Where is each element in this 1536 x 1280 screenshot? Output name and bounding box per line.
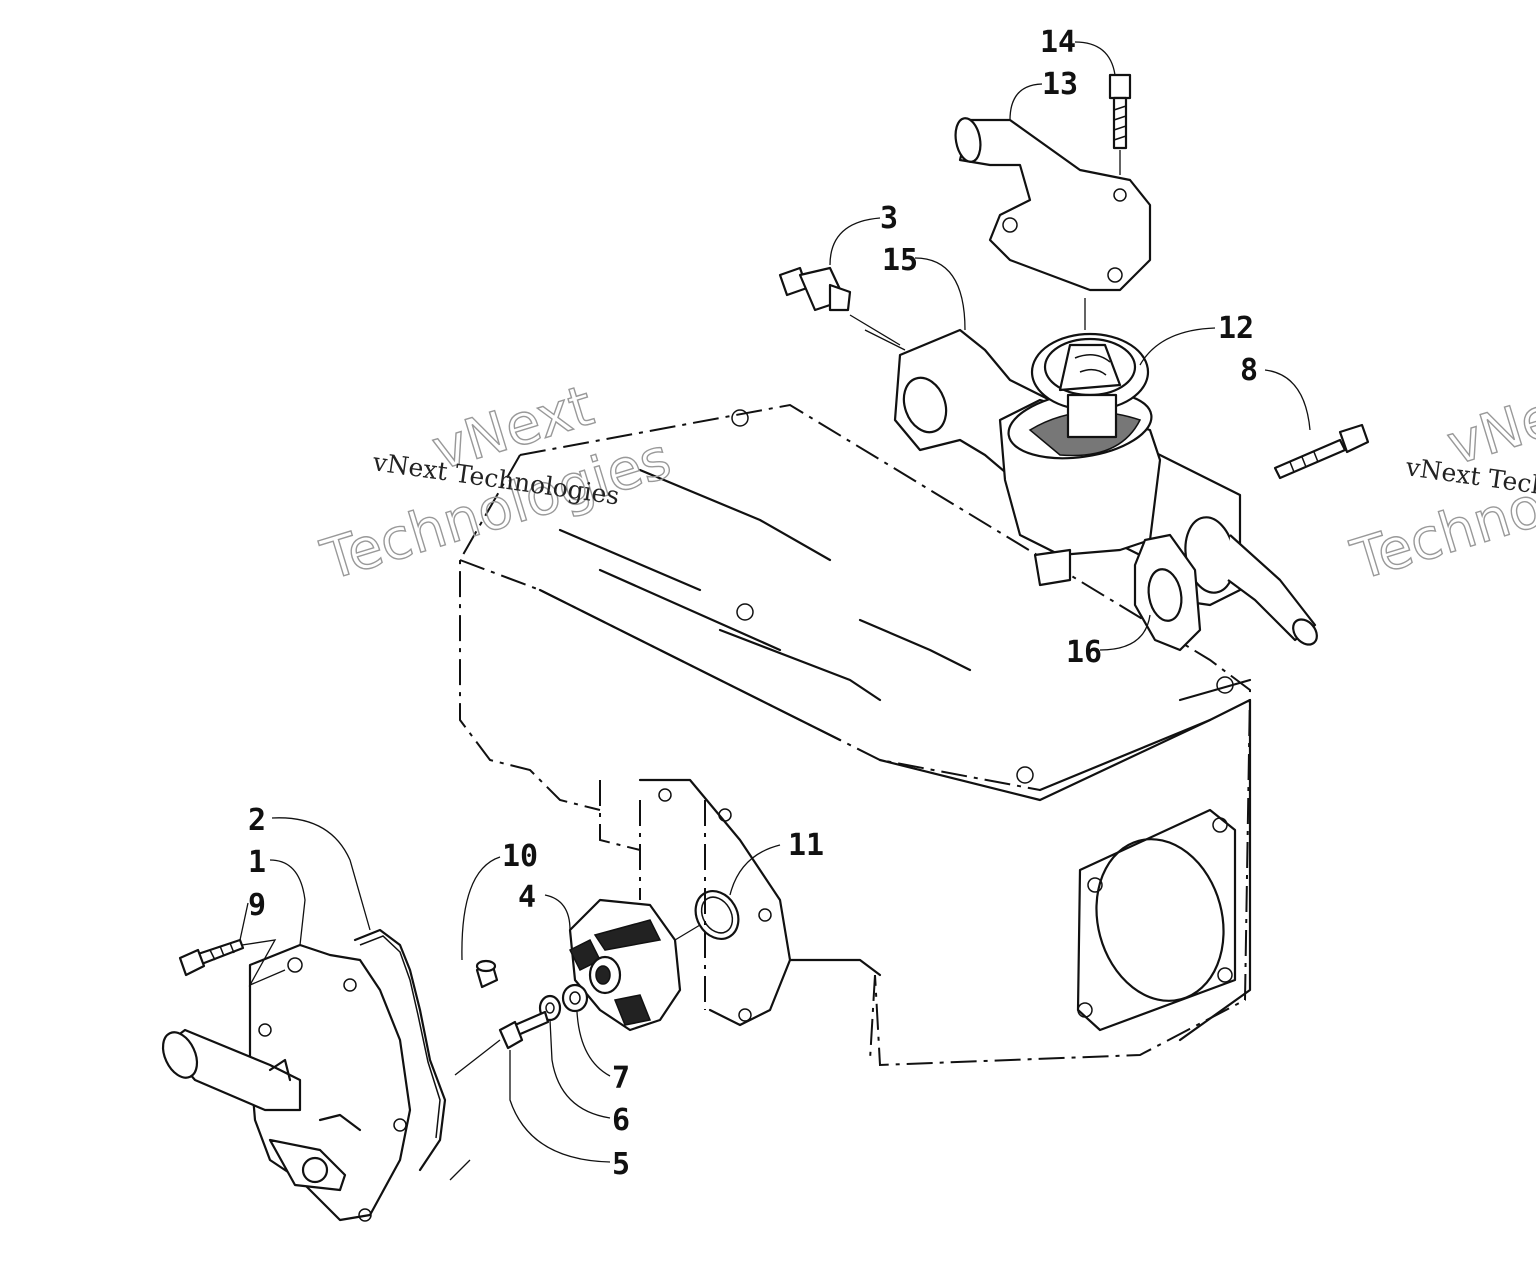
housing-gasket [1133, 533, 1202, 652]
housing-bolt [1273, 423, 1370, 480]
temperature-sensor [778, 266, 901, 346]
callout-11: 11 [788, 828, 824, 863]
pump-cover-gasket [353, 928, 447, 1172]
callout-9: 9 [248, 888, 266, 923]
impeller-bolt [498, 1010, 550, 1050]
thermostat-cover [954, 117, 1152, 292]
callout-13: 13 [1042, 67, 1078, 102]
callout-7: 7 [612, 1061, 630, 1096]
pump-cover-bolt [178, 938, 286, 987]
callout-16: 16 [1066, 635, 1102, 670]
impeller-washer [561, 983, 589, 1013]
callout-5: 5 [612, 1147, 630, 1182]
engine-block-outline [459, 403, 1252, 1067]
callout-2: 2 [248, 803, 266, 838]
dowel-pin [475, 959, 499, 989]
watermark-left: vNext Technologies vNext Technologies [313, 373, 678, 595]
callout-labels: 1 2 3 4 5 6 7 8 9 10 11 12 13 14 15 16 [248, 25, 1258, 1182]
callout-14: 14 [1040, 25, 1076, 60]
thermostat [1030, 332, 1150, 439]
callout-1: 1 [248, 845, 266, 880]
callout-leaders [239, 41, 1311, 1163]
callout-12: 12 [1218, 311, 1254, 346]
snap-ring [694, 890, 740, 940]
thermostat-cover-bolt [1108, 73, 1132, 175]
callout-3: 3 [880, 201, 898, 236]
watermark-right: vNext Technologies vNext Technologies [1343, 368, 1536, 595]
callout-4: 4 [518, 880, 536, 915]
impeller [568, 898, 682, 1032]
water-pump-cover [161, 943, 412, 1222]
callout-10: 10 [502, 839, 538, 874]
callout-15: 15 [882, 243, 918, 278]
callout-6: 6 [612, 1103, 630, 1138]
callout-8: 8 [1240, 353, 1258, 388]
